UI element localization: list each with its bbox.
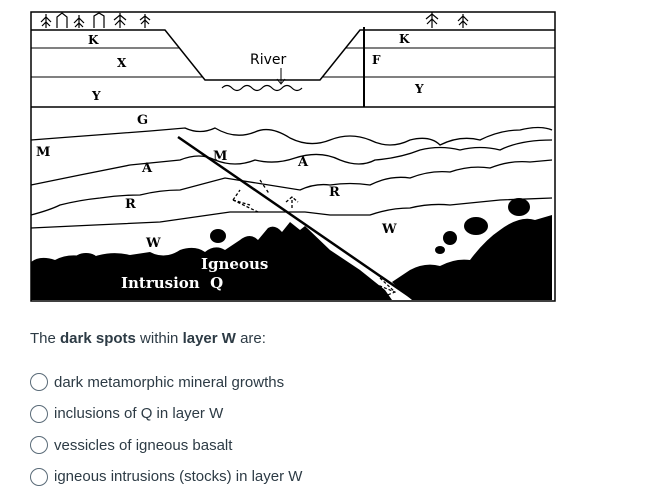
dark-spot [443, 231, 457, 245]
trees-left-icon [40, 12, 151, 28]
label-w-left: W [145, 236, 161, 251]
dark-spot [464, 217, 488, 235]
label-r-right: R [329, 185, 340, 200]
question-text: The dark spots within layer W are: [30, 330, 266, 347]
label-f: F [372, 53, 381, 67]
answer-option-1[interactable]: dark metamorphic mineral growths [30, 371, 302, 393]
question-bold-layer-w: layer W [182, 330, 236, 347]
label-m-left: M [36, 145, 50, 160]
label-river: River [250, 52, 287, 68]
fault-arrow-icon [369, 277, 397, 297]
question-suffix: are: [235, 330, 266, 347]
radio-button[interactable] [30, 467, 48, 486]
label-w-right: W [381, 222, 397, 237]
dark-spot [116, 260, 132, 270]
answer-option-3[interactable]: vessicles of igneous basalt [30, 434, 302, 456]
label-k-left: K [88, 33, 99, 47]
radio-button[interactable] [30, 436, 48, 454]
fault-arrow-icon [285, 196, 299, 208]
answer-option-4[interactable]: igneous intrusions (stocks) in layer W [30, 466, 302, 488]
label-x: X [117, 56, 127, 70]
label-igneous: Igneous [201, 255, 268, 273]
answer-option-label: vessicles of igneous basalt [54, 436, 233, 454]
river-arrow-head-icon [276, 78, 286, 85]
answer-option-label: dark metamorphic mineral growths [54, 373, 285, 391]
label-m-mid: M [213, 149, 227, 164]
dark-mass-right [392, 215, 552, 300]
dark-spot [435, 246, 445, 254]
question-prefix: The [30, 330, 61, 347]
fault-arrow-icon [232, 189, 259, 213]
question-middle: within [135, 330, 183, 347]
dark-spot [508, 198, 530, 216]
answer-option-2[interactable]: inclusions of Q in layer W [30, 403, 302, 425]
river-water-icon [221, 84, 303, 92]
diagram-frame [30, 11, 556, 302]
fault-line [177, 135, 413, 300]
label-k-right: K [399, 32, 410, 46]
dark-spots-layer-w [51, 198, 530, 272]
label-a-left: A [141, 161, 153, 176]
answer-option-label: inclusions of Q in layer W [54, 405, 224, 422]
label-y-right: Y [414, 82, 424, 96]
dark-spot [210, 229, 226, 243]
fault-arrow-icon [259, 179, 271, 196]
layer-boundary-mg [30, 126, 553, 146]
igneous-intrusion-q [31, 222, 392, 300]
answer-options: dark metamorphic mineral growths inclusi… [30, 371, 302, 497]
label-g: G [137, 113, 148, 128]
trees-right-icon [425, 12, 469, 28]
geologic-cross-section: K X Y River F K Y M G M A A R R W W Igne… [30, 11, 556, 302]
dark-spot [51, 264, 63, 272]
answer-option-label: igneous intrusions (stocks) in layer W [54, 468, 303, 485]
layer-boundary-ga [30, 139, 553, 186]
label-r-left: R [125, 197, 136, 212]
radio-button[interactable] [30, 373, 48, 391]
radio-button[interactable] [30, 404, 48, 423]
label-y-left: Y [91, 89, 101, 103]
question-bold-dark-spots: dark spots [60, 330, 136, 347]
layer-boundary-rw [30, 197, 553, 229]
layer-boundary-ar [30, 159, 553, 216]
ground-surface-line [31, 29, 555, 81]
label-a-right: A [297, 155, 309, 170]
dark-spot [74, 253, 98, 267]
label-intrusion-q: Intrusion Q [121, 274, 223, 292]
